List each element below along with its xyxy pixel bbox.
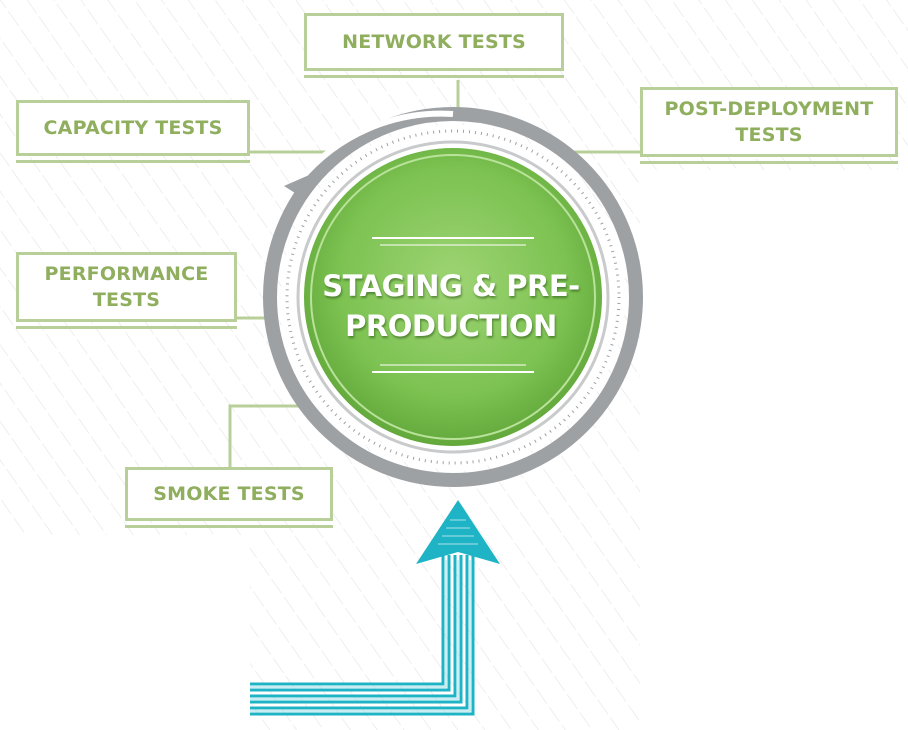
network-tests-label: NETWORK TESTS — [342, 31, 526, 53]
smoke-tests-label: SMOKE TESTS — [153, 483, 305, 505]
performance-tests-box: PERFORMANCE TESTS — [16, 252, 237, 329]
post-deployment-tests-label: POST-DEPLOYMENT TESTS — [664, 98, 874, 146]
capacity-tests-box: CAPACITY TESTS — [16, 100, 250, 163]
hub-title: STAGING & PRE-PRODUCTION — [322, 269, 580, 343]
capacity-tests-label: CAPACITY TESTS — [43, 117, 223, 139]
smoke-tests-box: SMOKE TESTS — [125, 467, 333, 528]
post-deployment-tests-box: POST-DEPLOYMENT TESTS — [640, 87, 898, 164]
performance-tests-label: PERFORMANCE TESTS — [44, 263, 209, 311]
network-tests-box: NETWORK TESTS — [304, 13, 564, 78]
